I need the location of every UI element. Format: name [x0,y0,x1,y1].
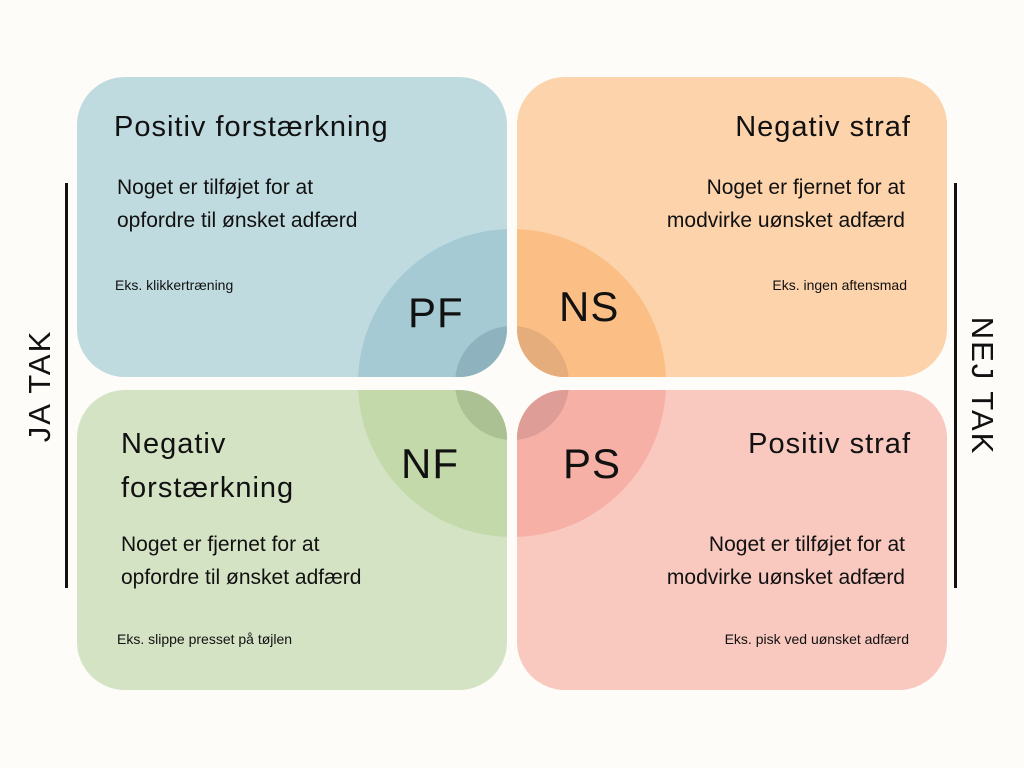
side-label-nej-tak: NEJ TAK [965,316,1000,456]
quadrant-negative-punishment: Negativ straf Noget er fjernet for at mo… [517,77,947,377]
quadrant-positive-punishment: Positiv straf Noget er tilføjet for at m… [517,390,947,690]
quadrant-negative-reinforcement: Negativ forstærkning Noget er fjernet fo… [77,390,507,690]
quadrant-description-line1: Noget er fjernet for at [706,176,905,199]
quadrant-description-line1: Noget er tilføjet for at [117,176,314,199]
quadrant-abbreviation: PF [408,289,464,336]
quadrant-abbreviation: NS [559,283,620,330]
quadrant-example: Eks. ingen aftensmad [772,277,907,293]
quadrant-example: Eks. slippe presset på tøjlen [117,631,293,647]
left-divider-line [65,183,68,588]
quadrant-title-line2: forstærkning [121,472,295,504]
quadrant-description-line1: Noget er tilføjet for at [708,533,905,556]
quadrant-positive-reinforcement: Positiv forstærkning Noget er tilføjet f… [77,77,507,377]
quadrant-abbreviation: NF [401,440,459,487]
quadrant-example: Eks. klikkertræning [115,277,234,293]
quadrant-description-line2: opfordre til ønsket adfærd [121,566,362,589]
quadrant-description-line1: Noget er fjernet for at [121,533,320,556]
side-label-ja-tak: JA TAK [22,329,57,443]
quadrant-description-line2: modvirke uønsket adfærd [666,566,905,589]
quadrant-description-line2: opfordre til ønsket adfærd [117,209,358,232]
quadrant-abbreviation: PS [563,440,622,487]
quadrant-title: Positiv forstærkning [114,111,389,143]
quadrant-title: Positiv straf [748,428,911,460]
quadrant-example: Eks. pisk ved uønsket adfærd [724,631,909,647]
right-divider-line [954,183,957,588]
quadrant-title-line1: Negativ [121,428,227,460]
quadrant-description-line2: modvirke uønsket adfærd [666,209,905,232]
quadrant-title: Negativ straf [735,111,911,143]
